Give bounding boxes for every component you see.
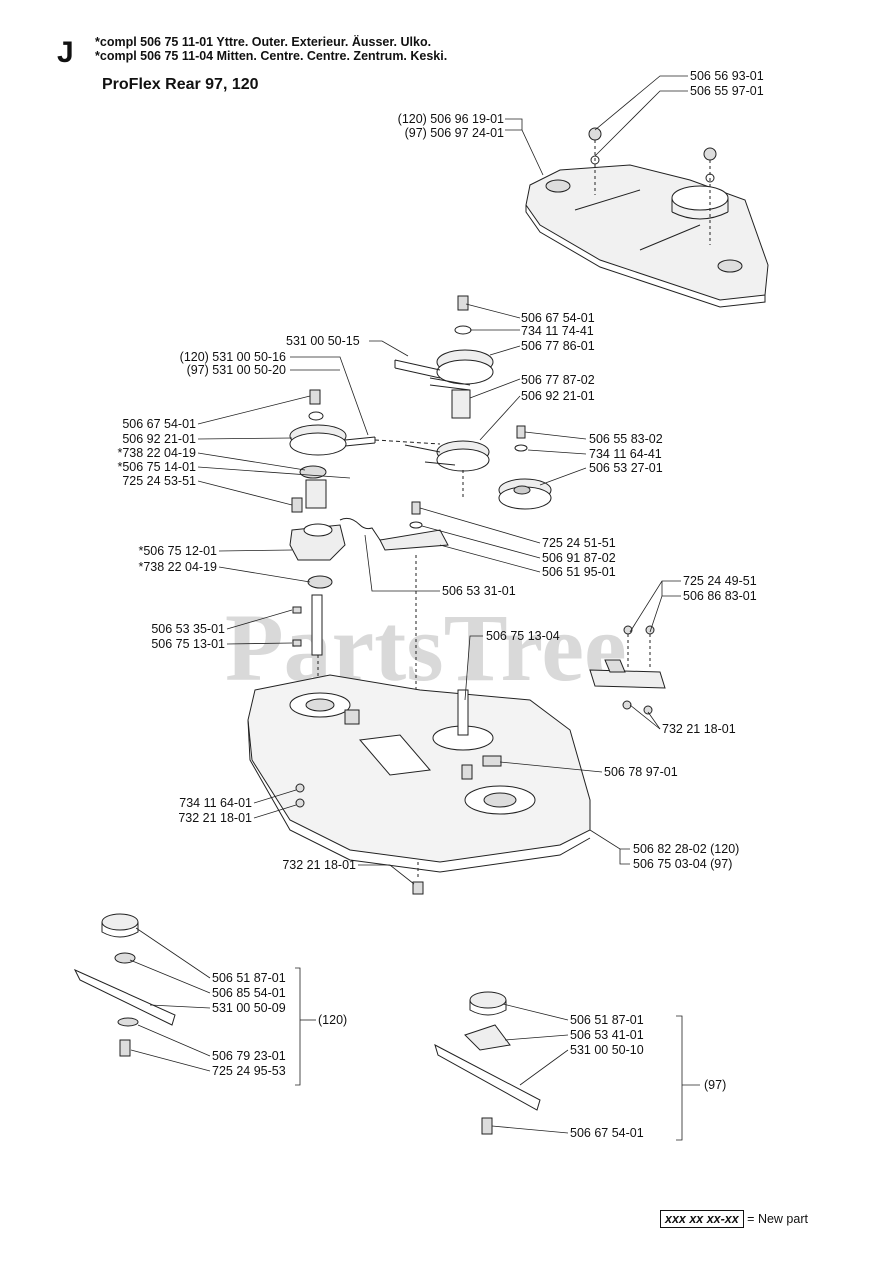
variant-label: (120) (318, 1013, 348, 1027)
leader-lines (129, 75, 700, 1141)
page-title: ProFlex Rear 97, 120 (102, 76, 259, 93)
part-label: 506 53 35-01 (151, 622, 225, 636)
header-line-2: *compl 506 75 11-04 Mitten. Centre. Cent… (95, 49, 448, 63)
part-label: *738 22 04-19 (117, 446, 196, 460)
part-label: (120) 531 00 50-16 (179, 350, 286, 364)
part-label: 506 75 13-01 (151, 637, 225, 651)
variant-label: (97) (704, 1078, 727, 1092)
section-letter: J (57, 36, 74, 69)
idler-pulley (498, 425, 552, 510)
part-label: 506 77 86-01 (521, 339, 595, 353)
side-bracket (589, 625, 666, 715)
part-label: 506 79 23-01 (212, 1049, 286, 1063)
part-label: 725 24 95-53 (212, 1064, 286, 1078)
part-label: 506 92 21-01 (521, 389, 595, 403)
part-label: 531 00 50-09 (212, 1001, 286, 1015)
part-label: 506 56 93-01 (690, 69, 764, 83)
part-label: 506 78 97-01 (604, 765, 678, 779)
part-label: 734 11 74-41 (521, 324, 594, 338)
part-label: 506 85 54-01 (212, 986, 286, 1000)
part-label: 506 75 03-04 (97) (633, 857, 733, 871)
part-label: 725 24 53-51 (122, 474, 196, 488)
part-label: 506 53 31-01 (442, 584, 516, 598)
part-label: 506 67 54-01 (570, 1126, 644, 1140)
part-label: 506 67 54-01 (122, 417, 196, 431)
part-label: 506 92 21-01 (122, 432, 196, 446)
part-label: 506 77 87-02 (521, 373, 595, 387)
new-part-text: = New part (747, 1212, 808, 1226)
part-label: 506 55 83-02 (589, 432, 663, 446)
part-label: *506 75 14-01 (117, 460, 196, 474)
part-label: (97) 506 97 24-01 (404, 126, 504, 140)
part-label: 734 11 64-01 (179, 796, 252, 810)
part-label: (97) 531 00 50-20 (186, 363, 286, 377)
part-label: 732 21 18-01 (662, 722, 736, 736)
left-pulley-assembly (289, 389, 441, 720)
deck-housing (247, 674, 591, 895)
new-part-code-box: xxx xx xx-xx (660, 1210, 744, 1228)
part-label: *506 75 12-01 (138, 544, 217, 558)
part-label: 531 00 50-10 (570, 1043, 644, 1057)
part-label: 506 51 87-01 (212, 971, 286, 985)
part-label: 732 21 18-01 (282, 858, 356, 872)
part-label: 506 51 95-01 (542, 565, 616, 579)
part-label: 734 11 64-41 (589, 447, 662, 461)
blade-assembly-97 (434, 991, 541, 1135)
part-label: 506 51 87-01 (570, 1013, 644, 1027)
blade-assembly-120 (73, 913, 176, 1057)
part-label: 506 86 83-01 (683, 589, 757, 603)
part-label: 506 91 87-02 (542, 551, 616, 565)
part-label: 506 67 54-01 (521, 311, 595, 325)
part-label: 506 75 13-04 (486, 629, 560, 643)
part-label: 506 53 41-01 (570, 1028, 644, 1042)
header-line-1: *compl 506 75 11-01 Yttre. Outer. Exteri… (95, 35, 432, 49)
part-label: *738 22 04-19 (138, 560, 217, 574)
tension-arm (339, 501, 449, 740)
part-label: 506 82 28-02 (120) (633, 842, 740, 856)
top-bolts (588, 127, 717, 245)
part-label: 506 53 27-01 (589, 461, 663, 475)
part-label: 531 00 50-15 (286, 334, 360, 348)
part-label: 732 21 18-01 (178, 811, 252, 825)
new-part-legend: xxx xx xx-xx = New part (660, 1210, 808, 1228)
top-cover-plate (525, 164, 769, 308)
part-label: 725 24 51-51 (542, 536, 616, 550)
upper-pulley (394, 295, 494, 500)
part-label: 506 55 97-01 (690, 84, 764, 98)
part-label: 725 24 49-51 (683, 574, 757, 588)
part-label: (120) 506 96 19-01 (397, 112, 504, 126)
